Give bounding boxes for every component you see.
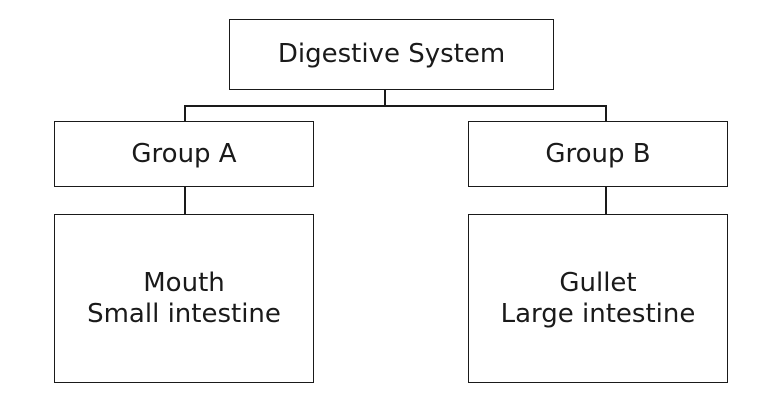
connector-to-group-a — [184, 105, 186, 122]
group-a-label: Group A — [131, 138, 237, 169]
group-a-item: Small intestine — [87, 298, 281, 329]
connector-group-a-to-items — [184, 186, 186, 215]
connector-group-b-to-items — [605, 186, 607, 215]
connector-to-group-b — [605, 105, 607, 122]
connector-root-down — [384, 89, 386, 106]
group-b-items: Gullet Large intestine — [501, 268, 696, 330]
group-b-item: Gullet — [559, 267, 637, 298]
group-a-items-box: Mouth Small intestine — [54, 214, 314, 383]
root-node: Digestive System — [229, 19, 554, 90]
connector-horizontal — [184, 105, 606, 107]
group-a-node: Group A — [54, 121, 314, 187]
group-a-item: Mouth — [143, 267, 225, 298]
group-a-items: Mouth Small intestine — [87, 268, 281, 330]
root-label: Digestive System — [277, 39, 506, 69]
group-b-node: Group B — [468, 121, 728, 187]
group-b-label: Group B — [545, 138, 651, 169]
group-b-item: Large intestine — [500, 298, 696, 329]
group-b-items-box: Gullet Large intestine — [468, 214, 728, 383]
